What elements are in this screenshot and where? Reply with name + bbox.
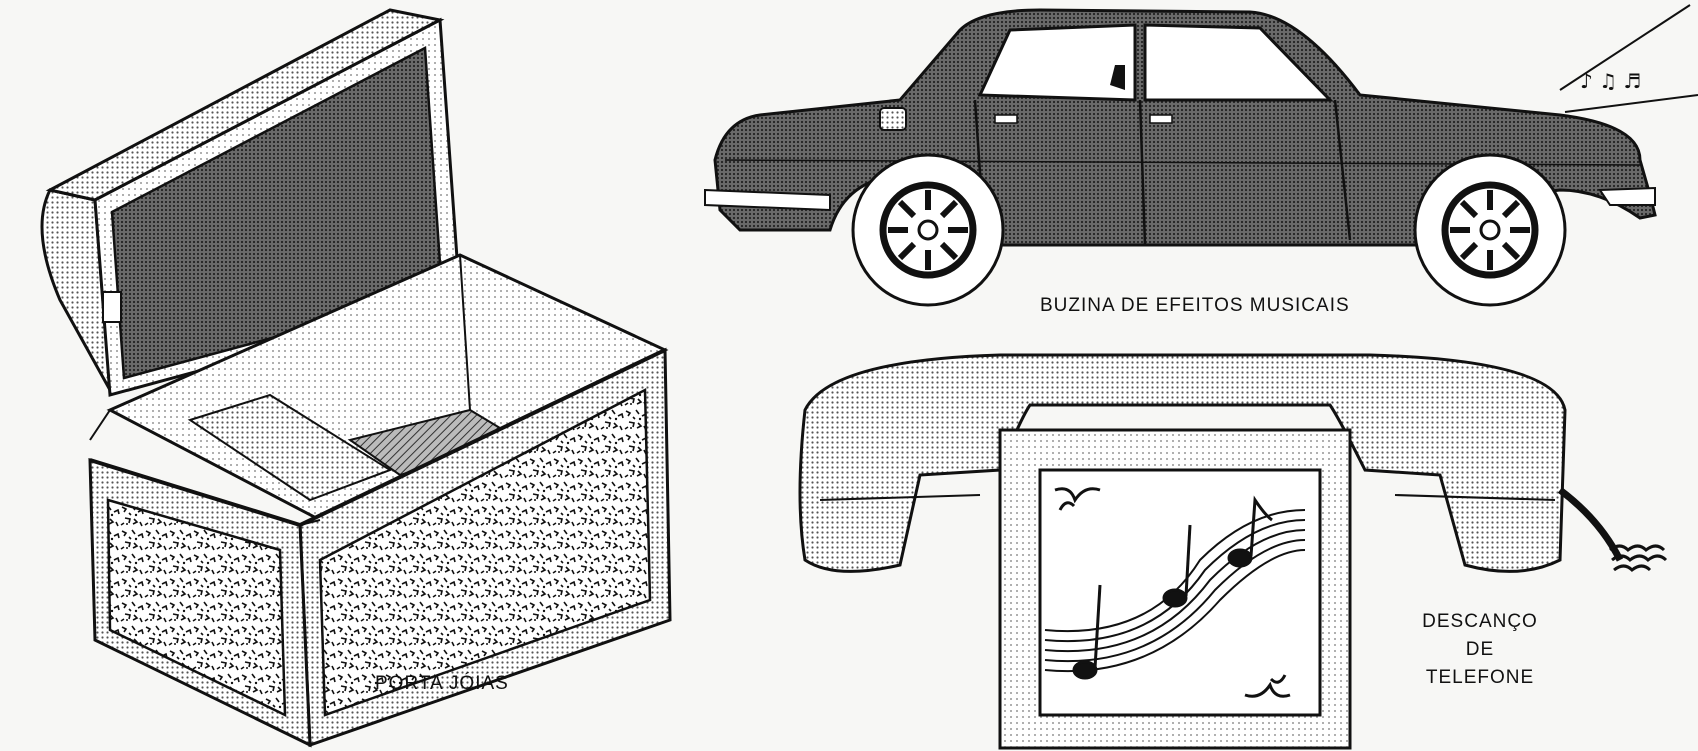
caption-descanco-line3: TELEFONE [1425,667,1535,688]
rear-wheel [1413,153,1567,307]
caption-buzina: BUZINA DE EFEITOS MUSICAIS [1040,295,1350,316]
svg-text:♪ ♫ ♬: ♪ ♫ ♬ [1580,69,1641,93]
front-wheel [851,153,1005,307]
caption-porta-joias: PORTA JÓIAS [375,673,509,694]
caption-descanco: DESCANÇO DE TELEFONE [1400,608,1560,692]
jewelry-box [40,8,672,748]
music-notes-sound-icon: ♪ ♫ ♬ [1559,4,1698,113]
telephone-rest [798,353,1668,750]
caption-descanco-line2: DE [1465,639,1495,660]
caption-descanco-line1: DESCANÇO [1422,611,1538,632]
car: ♪ ♫ ♬ [704,4,1698,307]
